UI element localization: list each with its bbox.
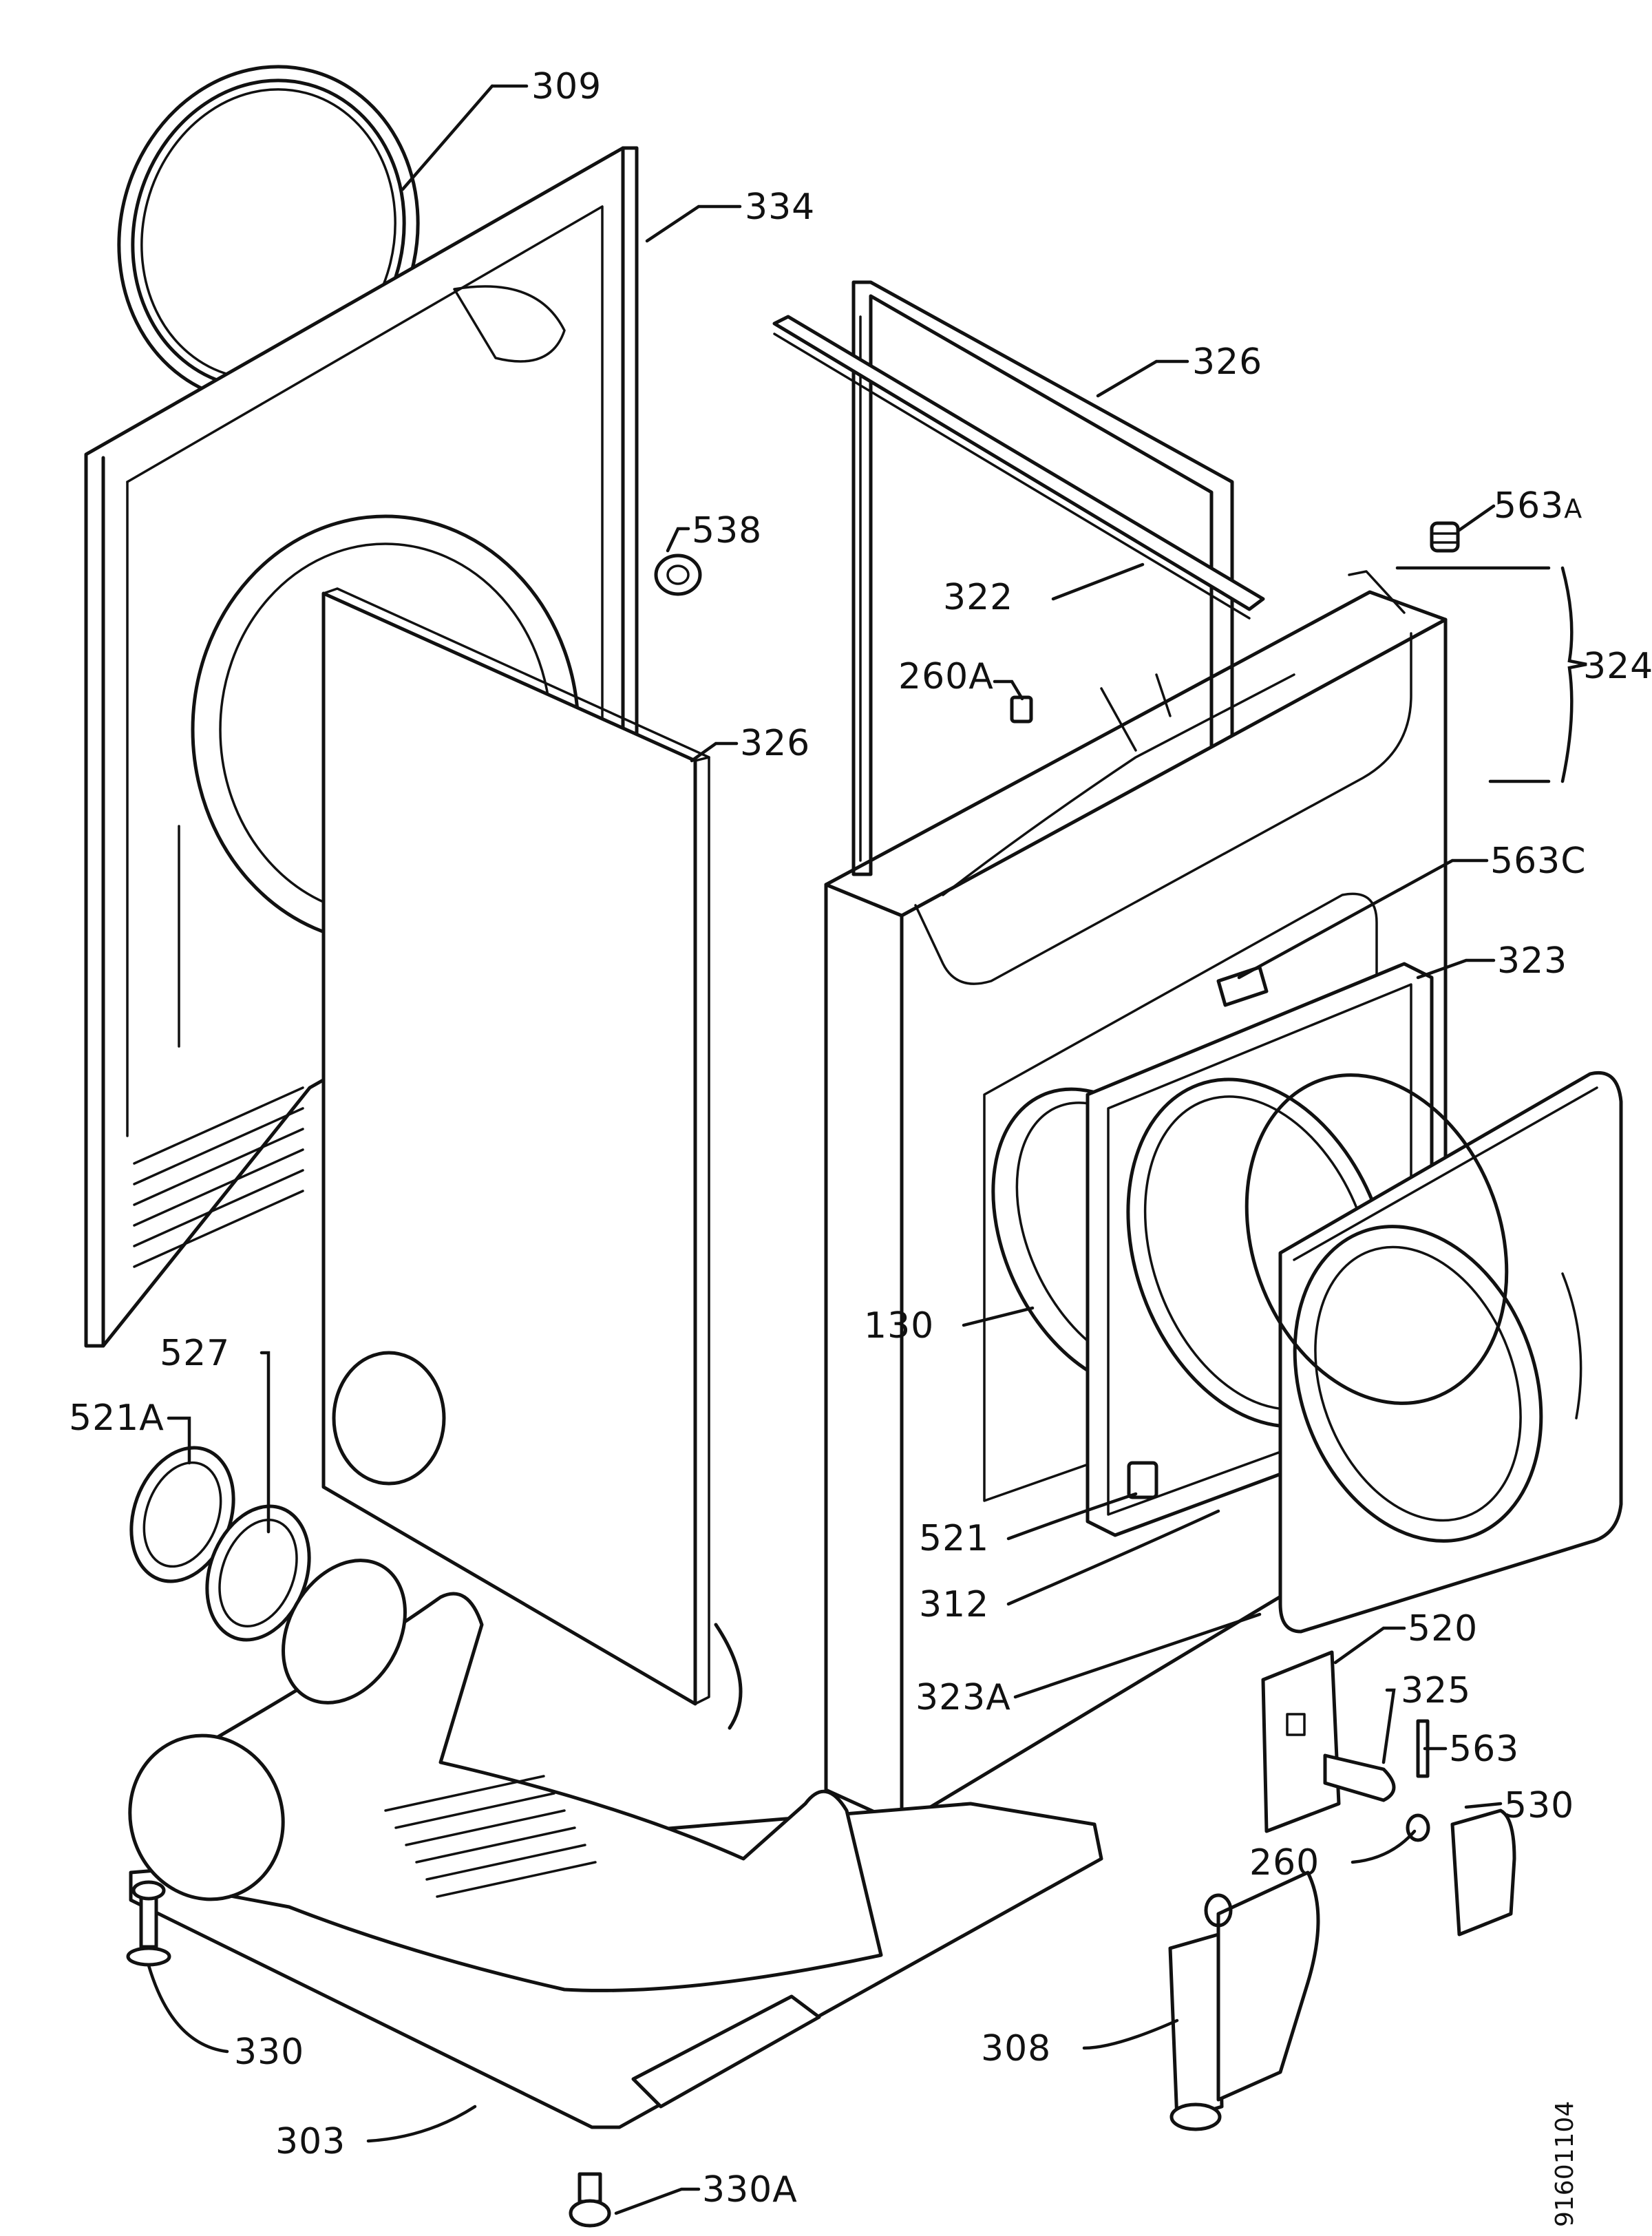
leader-530 <box>1464 1802 1503 1809</box>
leader-563c <box>1237 858 1489 980</box>
leader-325 <box>1381 1688 1396 1764</box>
leader-309 <box>401 84 494 191</box>
leader-323a <box>1013 1612 1262 1699</box>
part-303-base <box>128 1559 1103 2129</box>
label-330: 330 <box>234 2032 304 2073</box>
label-323a: 323A <box>915 1677 1011 1718</box>
rear-vent-louvres <box>133 1086 304 1268</box>
label-322: 322 <box>943 577 1013 618</box>
part-530-hinge-cover <box>1450 1808 1516 1937</box>
leader-521 <box>1006 1492 1138 1541</box>
brace-324 <box>1560 566 1587 783</box>
leader-312 <box>1006 1509 1220 1606</box>
leader-260a <box>993 679 1024 701</box>
leader-308 <box>1082 2018 1179 2050</box>
label-308: 308 <box>981 2028 1051 2069</box>
part-326-side-panel <box>321 587 710 1706</box>
base-vent-slots <box>384 1775 597 1898</box>
leader-538 <box>666 527 690 553</box>
label-326-mid: 326 <box>740 723 810 764</box>
part-260-spring <box>1406 1813 1430 1842</box>
label-312: 312 <box>919 1584 989 1625</box>
label-530: 530 <box>1504 1785 1574 1826</box>
leader-lines <box>147 84 1587 2215</box>
part-330a-foot <box>569 2172 611 2228</box>
label-527: 527 <box>160 1333 230 1374</box>
part-520-hinge-plate <box>1261 1650 1341 1833</box>
part-325-hinge-pin-arm <box>1323 1753 1396 1802</box>
label-563a-suffix: A <box>1564 494 1582 524</box>
label-563c: 563C <box>1490 841 1587 882</box>
leader-330a <box>614 2187 701 2215</box>
label-324: 324 <box>1583 646 1652 687</box>
leader-326-top <box>1096 359 1189 398</box>
leader-527 <box>260 1351 271 1534</box>
part-527-filter-ring <box>205 1504 311 1642</box>
part-labels: 309 334 326 538 322 563A 324 260A 326 56… <box>69 66 1652 2211</box>
label-521a: 521A <box>69 1398 165 1439</box>
leader-260 <box>1351 1829 1417 1864</box>
leader-330 <box>147 1963 229 2054</box>
part-563a-fastener <box>1430 521 1460 553</box>
leader-334 <box>645 204 742 243</box>
part-260a-catch <box>1010 695 1033 724</box>
label-325: 325 <box>1401 1670 1471 1711</box>
label-326-top: 326 <box>1192 341 1262 383</box>
label-323: 323 <box>1497 940 1567 982</box>
label-563a: 563 <box>1494 485 1564 527</box>
leader-323 <box>1416 958 1496 980</box>
label-521: 521 <box>919 1518 989 1559</box>
leader-322 <box>1051 562 1145 601</box>
leader-563a <box>1457 504 1496 532</box>
label-520: 520 <box>1408 1608 1478 1649</box>
leader-521a <box>167 1416 191 1465</box>
svg-text:563A: 563A <box>1494 485 1582 527</box>
leader-326-mid <box>690 741 739 763</box>
label-260: 260 <box>1249 1842 1320 1884</box>
leader-520 <box>1333 1626 1406 1665</box>
leader-303 <box>366 2105 477 2143</box>
label-334: 334 <box>745 187 815 228</box>
label-538: 538 <box>692 510 762 551</box>
label-303: 303 <box>275 2121 346 2162</box>
label-330a: 330A <box>702 2169 798 2211</box>
door-assembly <box>1127 1070 1623 1634</box>
part-563c-clip <box>1216 965 1269 1007</box>
label-309: 309 <box>531 66 602 107</box>
part-330-foot <box>126 1880 171 1967</box>
document-id: 91601104 <box>1551 2101 1579 2227</box>
label-260a: 260A <box>898 656 994 697</box>
part-538-bushing <box>654 553 702 596</box>
part-322-top-strip <box>772 315 1265 620</box>
label-563: 563 <box>1449 1729 1519 1770</box>
leader-130 <box>962 1306 1035 1327</box>
part-308-door-hinge <box>1168 1870 1320 2131</box>
label-130: 130 <box>864 1305 934 1347</box>
